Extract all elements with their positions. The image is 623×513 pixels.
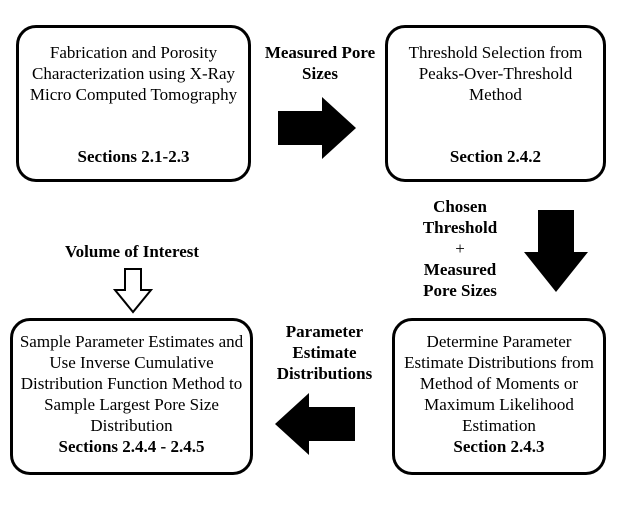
volume-of-interest-text: Volume of Interest — [64, 242, 200, 261]
fabrication-section: Sections 2.1-2.3 — [77, 147, 190, 166]
fabrication-text: Fabrication and Porosity Characterizatio… — [29, 43, 238, 104]
parameter-estimate-distributions-label: Parameter Estimate Distributions — [262, 321, 387, 384]
left-arrow-icon — [275, 393, 355, 455]
threshold-text: Threshold Selection from Peaks-Over-Thre… — [408, 43, 583, 104]
right-arrow-icon — [278, 97, 356, 159]
parameter-distribution-text: Determine Parameter Estimate Distributio… — [404, 332, 594, 435]
plus-text: + — [455, 239, 465, 258]
sample-text: Sample Parameter Estimates and Use Inver… — [19, 332, 244, 435]
parameter-estimate-distributions-text: Parameter Estimate Distributions — [276, 322, 373, 383]
sample-section: Sections 2.4.4 - 2.4.5 — [58, 437, 205, 456]
volume-of-interest-label: Volume of Interest — [32, 241, 232, 262]
threshold-box: Threshold Selection from Peaks-Over-Thre… — [385, 25, 606, 182]
parameter-distribution-box: Determine Parameter Estimate Distributio… — [392, 318, 606, 475]
threshold-section: Section 2.4.2 — [449, 147, 542, 166]
measured-pore-sizes-text: Measured Pore Sizes — [264, 43, 376, 83]
down-arrow-icon — [524, 210, 588, 292]
chosen-threshold-label: Chosen Threshold + Measured Pore Sizes — [410, 196, 510, 301]
measured-pore-sizes-2-text: Measured Pore Sizes — [423, 260, 497, 300]
fabrication-box: Fabrication and Porosity Characterizatio… — [16, 25, 251, 182]
parameter-distribution-section: Section 2.4.3 — [453, 437, 545, 456]
chosen-threshold-text: Chosen Threshold — [422, 197, 498, 237]
measured-pore-sizes-label: Measured Pore Sizes — [260, 42, 380, 84]
sample-box: Sample Parameter Estimates and Use Inver… — [10, 318, 253, 475]
hollow-down-arrow-icon — [113, 268, 153, 314]
